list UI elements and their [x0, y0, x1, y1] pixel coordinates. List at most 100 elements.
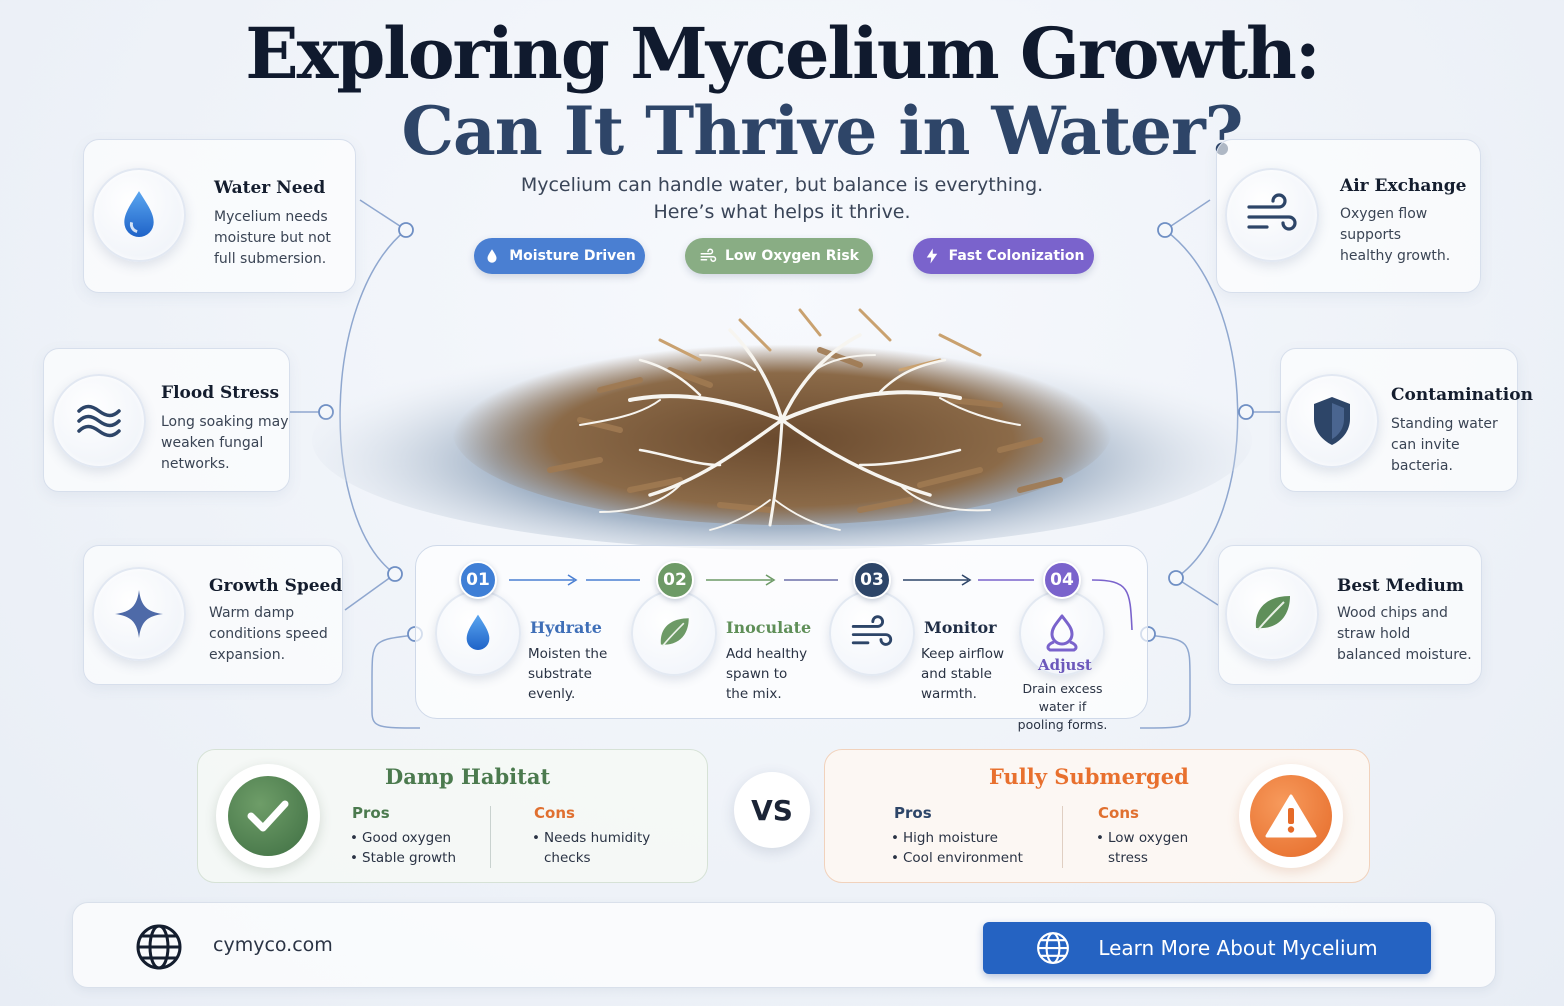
vs-badge: VS [734, 772, 810, 848]
tag-moisture-driven[interactable]: Moisture Driven [474, 238, 645, 274]
step-1-title: Hydrate [530, 618, 602, 637]
card-text-line: Warm damp [209, 605, 295, 621]
card-title: Contamination [1391, 385, 1533, 405]
card-title: Air Exchange [1340, 176, 1467, 196]
website-link[interactable]: cymyco.com [213, 934, 333, 956]
damp-pros-list: Good oxygen Stable growth [350, 828, 456, 868]
card-text-line: moisture but not [214, 230, 331, 246]
card-text-line: Long soaking may [161, 414, 289, 430]
droplet-outline-icon [1046, 614, 1078, 652]
step-text-line: substrate [528, 666, 592, 682]
step-2-text: Add healthy spawn to the mix. [726, 644, 807, 704]
card-text: Mycelium needs moisture but not full sub… [214, 207, 331, 270]
step-text-line: Keep airflow [921, 646, 1005, 662]
wind-icon [851, 615, 893, 646]
globe-icon [1037, 932, 1070, 964]
wind-icon [1247, 193, 1297, 231]
card-text-line: networks. [161, 456, 230, 472]
learn-more-button[interactable]: Learn More About Mycelium [983, 922, 1431, 974]
page-subtitle: Mycelium can handle water, but balance i… [432, 172, 1132, 226]
subtitle-line-1: Mycelium can handle water, but balance i… [520, 174, 1044, 196]
list-item-text: stress [1108, 850, 1148, 866]
card-text: Warm damp conditions speed expansion. [209, 603, 328, 666]
step-text-line: water if [1038, 699, 1087, 714]
list-item: Low oxygen stress [1096, 828, 1188, 868]
card-title: Water Need [214, 178, 326, 198]
step-2-title: Inoculate [726, 618, 812, 637]
step-text-line: the mix. [726, 686, 782, 702]
lightning-icon [926, 248, 937, 264]
step-text-line: pooling forms. [1017, 717, 1108, 732]
checkmark-icon [247, 800, 289, 832]
learn-more-label: Learn More About Mycelium [1098, 936, 1378, 960]
growth-speed-icon-circle [92, 567, 186, 661]
step-text-line: Moisten the [528, 646, 608, 662]
submerged-cons-label: Cons [1098, 804, 1139, 822]
tag-label: Fast Colonization [948, 248, 1085, 264]
card-text-line: can invite [1391, 437, 1460, 453]
leaf-icon [660, 618, 689, 647]
card-text-line: healthy growth. [1340, 248, 1451, 264]
card-text: Standing water can invite bacteria. [1391, 414, 1498, 477]
tag-fast-colonization[interactable]: Fast Colonization [913, 238, 1094, 274]
card-title: Growth Speed [209, 576, 343, 596]
step-text-line: warmth. [921, 686, 977, 702]
card-text-line: straw hold [1337, 626, 1411, 642]
list-item: Stable growth [350, 848, 456, 868]
flood-stress-icon-circle [52, 374, 146, 468]
damp-divider [490, 806, 491, 868]
submerged-warning-badge [1239, 764, 1343, 868]
list-item: Needs humidity checks [532, 828, 650, 868]
list-item: High moisture [891, 828, 1023, 848]
step-text-line: spawn to [726, 666, 788, 682]
submerged-pros-label: Pros [894, 804, 932, 822]
air-exchange-icon-circle [1225, 168, 1319, 262]
step-text-line: and stable [921, 666, 992, 682]
subtitle-line-2: Here’s what helps it thrive. [653, 201, 911, 223]
step-2-icon-circle [631, 590, 717, 676]
list-item-text: Needs humidity [544, 830, 651, 846]
damp-cons-list: Needs humidity checks [532, 828, 650, 868]
card-text-line: Mycelium needs [214, 209, 328, 225]
card-title: Flood Stress [161, 383, 280, 403]
card-text-line: Standing water [1391, 416, 1498, 432]
step-3-title: Monitor [924, 618, 997, 637]
submerged-divider [1062, 806, 1063, 868]
card-best-medium: Best Medium Wood chips and straw hold ba… [1218, 545, 1482, 685]
globe-icon [136, 924, 182, 970]
step-1-text: Moisten the substrate evenly. [528, 644, 607, 704]
water-drop-icon [124, 191, 154, 237]
step-1-icon-circle [435, 590, 521, 676]
warning-icon [1265, 794, 1317, 838]
card-text: Long soaking may weaken fungal networks. [161, 412, 288, 475]
shield-icon [1314, 397, 1350, 445]
card-water-need: Water Need Mycelium needs moisture but n… [83, 139, 356, 293]
contamination-icon-circle [1285, 374, 1379, 468]
step-4-text: Drain excess water if pooling forms. [1015, 680, 1110, 734]
step-2-number: 02 [656, 561, 694, 599]
best-medium-icon-circle [1225, 567, 1319, 661]
card-text-line: full submersion. [214, 251, 327, 267]
card-text-line: Oxygen flow [1340, 206, 1428, 222]
tag-label: Moisture Driven [509, 248, 636, 264]
tag-low-oxygen-risk[interactable]: Low Oxygen Risk [685, 238, 873, 274]
card-contamination: Contamination Standing water can invite … [1280, 348, 1533, 492]
droplet-icon [487, 249, 497, 263]
card-text-line: balanced moisture. [1337, 647, 1472, 663]
list-item-text: Low oxygen [1108, 830, 1189, 846]
list-item-text: checks [544, 850, 591, 866]
step-3-number: 03 [853, 561, 891, 599]
step-3-text: Keep airflow and stable warmth. [921, 644, 1004, 704]
fully-submerged-panel: Fully Submerged Pros High moisture Cool … [824, 749, 1370, 883]
step-4-icon-circle [1019, 590, 1105, 676]
water-drop-icon [466, 614, 490, 650]
tag-label: Low Oxygen Risk [725, 248, 859, 264]
damp-habitat-panel: Damp Habitat Pros Good oxygen Stable gro… [197, 749, 708, 883]
card-text-line: bacteria. [1391, 458, 1453, 474]
card-text-line: expansion. [209, 647, 286, 663]
page-title-secondary: Can It Thrive in Water? [401, 92, 1244, 170]
damp-habitat-title: Damp Habitat [385, 764, 551, 789]
damp-pros-label: Pros [352, 804, 390, 822]
step-4-number: 04 [1043, 561, 1081, 599]
page-title: Exploring Mycelium Growth: [245, 12, 1321, 95]
